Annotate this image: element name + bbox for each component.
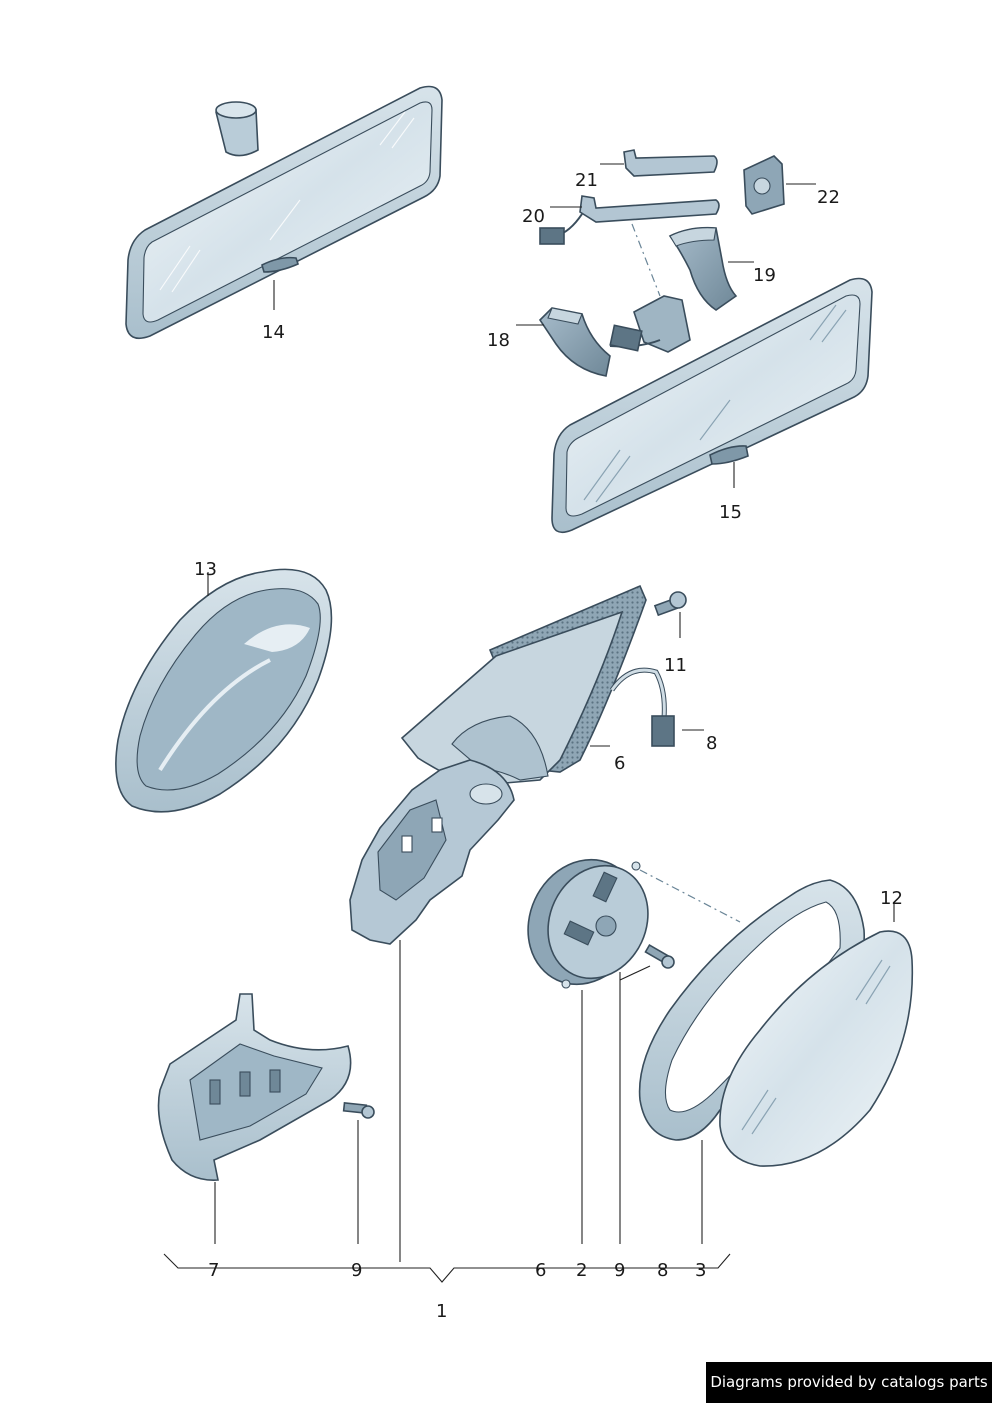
screw-11 xyxy=(653,591,687,617)
lower-cover-7 xyxy=(157,993,352,1181)
catalog-credit-badge: Diagrams provided by catalogs parts xyxy=(706,1362,992,1403)
label-bottom-9-right: 9 xyxy=(614,1260,625,1281)
rearview-mirror-14 xyxy=(125,85,443,340)
label-bottom-7: 7 xyxy=(208,1260,219,1281)
label-bottom-8: 8 xyxy=(657,1260,668,1281)
mirror-glass-12 xyxy=(719,930,914,1167)
label-bottom-6: 6 xyxy=(535,1260,546,1281)
label-19: 19 xyxy=(753,265,776,286)
cable-harness-20 xyxy=(539,195,720,352)
rearview-mirror-15 xyxy=(551,277,873,534)
label-13: 13 xyxy=(194,559,217,580)
mirror-frame-carrier xyxy=(349,759,515,945)
screw-9-right xyxy=(644,943,675,969)
cover-21 xyxy=(623,149,718,177)
label-11: 11 xyxy=(664,655,687,676)
wiring-8 xyxy=(609,667,675,747)
part-labels: 14 15 18 19 20 21 22 13 11 8 6 12 7 9 6 … xyxy=(194,170,903,1322)
label-8: 8 xyxy=(706,733,717,754)
adjustment-motor-2 xyxy=(527,858,741,989)
label-15: 15 xyxy=(719,502,742,523)
label-18: 18 xyxy=(487,330,510,351)
cover-19 xyxy=(668,226,738,311)
label-21: 21 xyxy=(575,170,598,191)
label-1: 1 xyxy=(436,1301,447,1322)
bracket-22 xyxy=(743,155,785,215)
label-22: 22 xyxy=(817,187,840,208)
label-14: 14 xyxy=(262,322,285,343)
label-bottom-9-left: 9 xyxy=(351,1260,362,1281)
mirror-housing-cap-13 xyxy=(115,568,333,813)
leader-lines xyxy=(163,163,895,1283)
label-12: 12 xyxy=(880,888,903,909)
mirror-base-6 xyxy=(400,584,647,787)
cover-18 xyxy=(538,307,611,377)
screw-9-left xyxy=(342,1101,375,1119)
label-bottom-2: 2 xyxy=(576,1260,587,1281)
label-6: 6 xyxy=(614,753,625,774)
label-20: 20 xyxy=(522,206,545,227)
label-bottom-3: 3 xyxy=(695,1260,706,1281)
